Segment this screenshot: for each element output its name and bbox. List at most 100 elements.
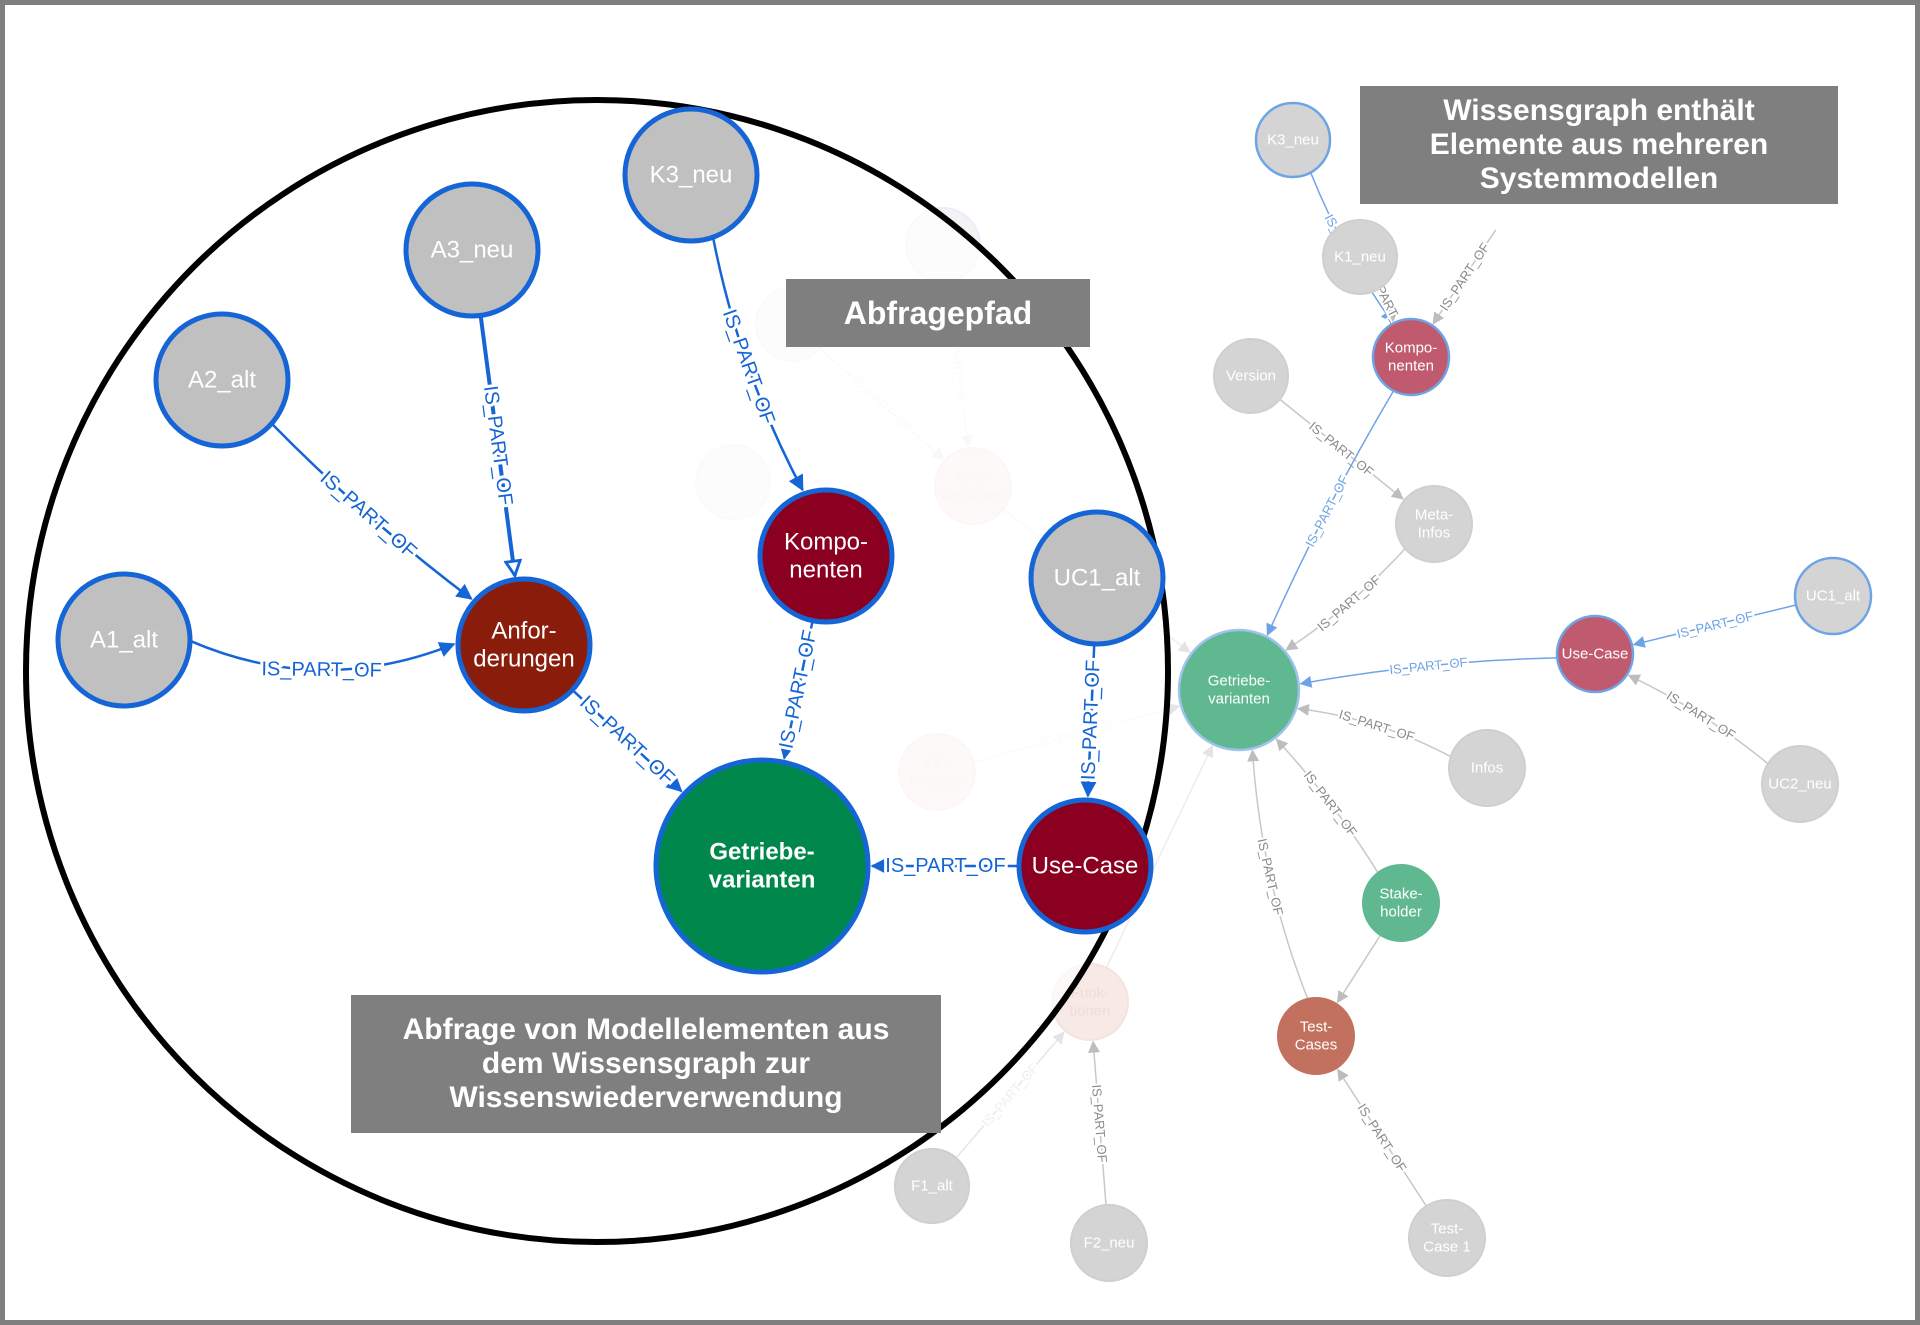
node-label: Funk- <box>1071 985 1109 1002</box>
node-circle <box>653 757 871 975</box>
node-label: UC2_neu <box>1768 776 1831 793</box>
focus-circle-border <box>23 97 1171 1245</box>
callout-knowledge-graph: Wissensgraph enthält Elemente aus mehrer… <box>1360 86 1838 204</box>
node-circle <box>1761 745 1839 823</box>
node-label: F2_neu <box>1084 1235 1135 1252</box>
node-kompo-nenten: Kompo-nenten <box>1371 317 1451 397</box>
graph-edge <box>1088 1040 1107 1206</box>
node-circle <box>1028 509 1166 647</box>
edge-label: IS_PART_OF <box>1301 768 1360 839</box>
node-a1-alt: A1_alt <box>55 571 193 709</box>
node-circle <box>1254 101 1332 179</box>
node-circle <box>1408 1199 1486 1277</box>
node-circle <box>1555 614 1635 694</box>
node-test-cases: Test-Cases <box>1277 997 1355 1075</box>
edge-label: IS_PART_OF <box>1675 608 1755 641</box>
node-label: nenten <box>789 557 862 584</box>
graph-edge <box>1627 674 1769 765</box>
graph-edge <box>1296 703 1452 758</box>
node-label: Getriebe- <box>1208 673 1271 690</box>
node-circle <box>1213 338 1289 414</box>
node-circle <box>1177 628 1301 752</box>
edge-label: IS_PART_OF <box>1089 1084 1110 1163</box>
node-uc2-neu: UC2_neu <box>1761 745 1839 823</box>
graph-edge <box>1632 604 1797 648</box>
node-label: A3_neu <box>431 237 514 264</box>
edge-a3-anford <box>478 315 515 575</box>
edge-label: IS_PART_OF <box>1664 688 1738 743</box>
node-circle <box>1277 997 1355 1075</box>
edge-label: IS_PART_OF <box>885 855 1005 877</box>
node-label: Version <box>1226 368 1276 385</box>
node-circle <box>894 1148 970 1224</box>
node-circle <box>1070 1204 1148 1282</box>
edge-label: IS_PART_OF <box>1306 419 1376 480</box>
node-k3-neu: K3_neu <box>1254 101 1332 179</box>
edge-label: IS_PART_OF <box>1314 572 1383 634</box>
node-kompo-nenten: Kompo-nenten <box>757 487 895 625</box>
node-circle <box>55 571 193 709</box>
edge-anford-getriebe <box>571 688 683 793</box>
node-label: varianten <box>1208 690 1270 707</box>
node-label: Getriebe- <box>709 838 814 865</box>
node-label: UC1_alt <box>1806 588 1861 605</box>
node-label: Case 1 <box>1423 1238 1471 1255</box>
node-meta-infos: Meta-Infos <box>1395 485 1473 563</box>
node-circle <box>1371 317 1451 397</box>
node-use-case: Use-Case <box>1016 797 1154 935</box>
graph-edge <box>1266 390 1395 637</box>
edge-label: IS_PART_OF <box>1437 240 1493 313</box>
node-label: Infos <box>1418 524 1451 541</box>
node-label: F1_alt <box>911 1178 954 1195</box>
edge-label: IS_PART_OF <box>1078 659 1105 780</box>
node-test-case-1: Test-Case 1 <box>1408 1199 1486 1277</box>
node-label: Test- <box>1431 1221 1464 1238</box>
node-circle <box>455 576 593 714</box>
node-label: Anfor- <box>491 617 556 644</box>
node-k1-neu: K1_neu <box>1322 219 1398 295</box>
node-label: Cases <box>1295 1036 1338 1053</box>
node-circle <box>622 106 760 244</box>
edge-uc1-usecase <box>1080 643 1097 798</box>
graph-edge <box>955 1031 1065 1159</box>
node-circle <box>403 181 541 319</box>
node-anfor-derungen: Anfor-derungen <box>455 576 593 714</box>
graph-edge <box>1285 548 1406 651</box>
edge-label: IS_PART_OF <box>1302 473 1351 549</box>
node-stake-holder: Stake-holder <box>1362 864 1440 942</box>
node-label: holder <box>1380 903 1422 920</box>
callout-query-description: Abfrage von Modellelementen aus dem Wiss… <box>351 995 941 1133</box>
node-use-case: Use-Case <box>1555 614 1635 694</box>
node-infos: Infos <box>1448 729 1526 807</box>
node-f1-alt: F1_alt <box>894 1148 970 1224</box>
node-label: Stake- <box>1379 886 1422 903</box>
node-label: Kompo- <box>784 528 868 555</box>
node-label: A1_alt <box>90 627 158 654</box>
node-label: Use-Case <box>1032 853 1139 880</box>
node-circle <box>1793 556 1873 636</box>
graph-edge <box>1275 738 1379 874</box>
node-a3-neu: A3_neu <box>403 181 541 319</box>
edge-label: IS_PART_OF <box>1389 654 1468 677</box>
node-circle <box>1395 485 1473 563</box>
node-label: Kompo- <box>1385 340 1438 357</box>
graph-edge <box>1299 657 1558 688</box>
node-a2-alt: A2_alt <box>153 311 291 449</box>
node-label: K3_neu <box>650 162 733 189</box>
node-circle <box>757 487 895 625</box>
node-label: K1_neu <box>1334 249 1386 266</box>
edge-a2-anford <box>270 422 473 600</box>
node-label: varianten <box>709 867 816 894</box>
graph-edge <box>1337 1068 1427 1207</box>
graph-edge <box>1336 934 1382 1004</box>
node-label: UC1_alt <box>1054 565 1141 592</box>
edge-komponenten-getriebe <box>779 620 814 760</box>
focus-circle-fill <box>26 100 1168 1242</box>
node-label: Meta- <box>1415 507 1453 524</box>
node-version: Version <box>1213 338 1289 414</box>
node-circle <box>1448 729 1526 807</box>
graph-edge <box>1376 289 1399 323</box>
